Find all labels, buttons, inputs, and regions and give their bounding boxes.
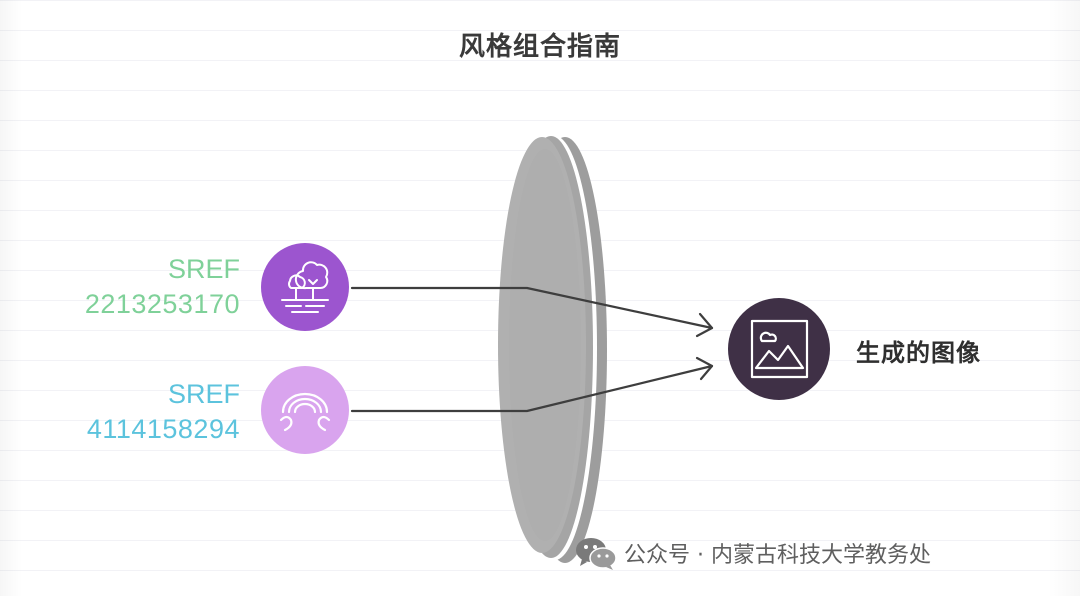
input-node-2 bbox=[261, 366, 349, 454]
image-picture-icon bbox=[750, 319, 809, 379]
output-label: 生成的图像 bbox=[856, 339, 981, 367]
wechat-logo-icon bbox=[576, 538, 617, 570]
watermark-text: 公众号 · 内蒙古科技大学教务处 bbox=[624, 543, 931, 568]
page-edge-shadow-right bbox=[1048, 0, 1080, 596]
sref-label-1: SREF 2213253170 bbox=[85, 252, 240, 322]
connector-line-bottom bbox=[350, 364, 714, 413]
sref-1-code: 2213253170 bbox=[84, 289, 240, 319]
sref-1-title: SREF bbox=[167, 254, 240, 284]
sref-label-2: SREF 4114158294 bbox=[87, 377, 240, 447]
output-node bbox=[728, 298, 830, 400]
sref-2-title: SREF bbox=[167, 379, 240, 409]
diagram-title: 风格组合指南 bbox=[458, 32, 621, 62]
trees-landscape-icon bbox=[281, 261, 329, 313]
page-edge-shadow-left bbox=[0, 0, 22, 596]
connector-line-top bbox=[350, 286, 714, 330]
arrowhead-bottom bbox=[695, 356, 714, 381]
rainbow-arch-icon bbox=[279, 392, 331, 432]
arrowhead-top bbox=[695, 312, 714, 338]
input-node-1 bbox=[261, 243, 349, 331]
sref-2-code: 4114158294 bbox=[86, 414, 240, 444]
watermark: 公众号 · 内蒙古科技大学教务处 bbox=[574, 534, 931, 572]
lens-combiner bbox=[498, 136, 607, 563]
